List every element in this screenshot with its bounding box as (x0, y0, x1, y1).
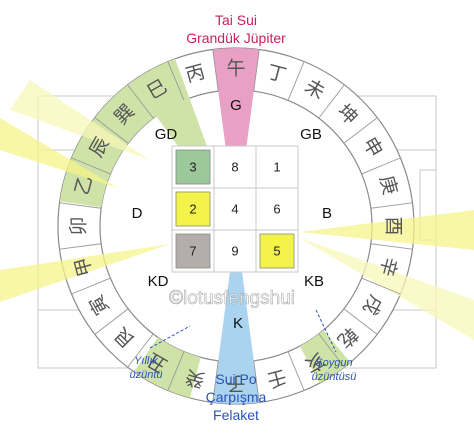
grid-cell (213, 145, 257, 189)
dir-east-label: D (132, 205, 143, 222)
beam-left (0, 244, 170, 302)
beam-upper-left (0, 118, 118, 188)
dir-north-label: K (233, 315, 243, 332)
grid-cell (255, 187, 299, 231)
sector-divider (287, 61, 305, 101)
annotation-yillik-uzuntu: Yıllık üzüntü (129, 325, 191, 381)
annotation-bottom-line1: Sui Po (215, 371, 256, 387)
sector-divider (343, 308, 378, 335)
annotation-bottom-line3: Felaket (213, 407, 259, 423)
dir-west-label: B (322, 205, 332, 222)
dir-southwest-label: KB (304, 273, 324, 290)
sector-divider (59, 202, 102, 209)
sector-divider (318, 333, 345, 368)
sector-divider (212, 49, 219, 92)
grid-cell-number: 5 (273, 243, 280, 258)
header-line2: Grandük Jüpiter (186, 30, 286, 46)
sector-divider (361, 157, 401, 175)
grid-cell (255, 145, 299, 189)
sector-divider (167, 351, 185, 391)
ring-glyph: 子 (226, 373, 245, 395)
sector-dividers (59, 49, 413, 403)
beam-upper-left-2 (10, 80, 150, 160)
sector-divider (94, 117, 129, 144)
sector-divider (59, 243, 102, 250)
lo-shu-grid: 3 8 1 2 4 6 7 9 5 (171, 145, 299, 273)
grid-cell-number: 3 (189, 159, 196, 174)
sector-divider (71, 157, 111, 175)
sector-divider (71, 277, 111, 295)
sui-po-sector (212, 226, 260, 404)
tai-sui-sector (212, 48, 260, 227)
grid-cell-number: 9 (231, 243, 238, 258)
beam-right (300, 210, 474, 250)
direction-labels: G GD GB D B KD KB K (132, 97, 332, 332)
sector-divider (212, 360, 219, 403)
grid-cell-highlight (259, 233, 295, 269)
sector-divider (253, 360, 260, 403)
sector-divider (94, 308, 129, 335)
grid-cell-number: 6 (273, 201, 280, 216)
grid-cell-number: 1 (273, 159, 280, 174)
annotation-soygun-uzuntusu: Soygun üzüntüsü (312, 309, 357, 383)
tai-sui-header: Tai Sui Grandük Jüpiter (186, 12, 286, 46)
sector-divider (370, 243, 413, 250)
grid-cell-highlight (175, 149, 211, 185)
sector-divider (318, 84, 345, 119)
sector-divider (167, 61, 185, 101)
annotation-sui-po: Sui Po Çarpışma Felaket (206, 371, 267, 423)
sector-divider (287, 351, 305, 391)
annotation-right-line2: üzüntüsü (312, 371, 357, 383)
lower-left-green-sector (133, 337, 201, 398)
annotation-bottom-line2: Çarpışma (206, 389, 267, 405)
ring-glyph: 酉 (383, 216, 405, 235)
sector-divider (343, 117, 378, 144)
annotation-right-line1: Soygun (315, 357, 352, 369)
sector-divider (253, 49, 260, 92)
annotation-left-line2: üzüntü (129, 369, 162, 381)
dir-south-label: G (230, 97, 242, 114)
ring-glyph: 午 (226, 58, 245, 80)
grid-cell (213, 229, 257, 273)
sector-divider (127, 84, 154, 119)
grid-cell-highlight (175, 191, 211, 227)
grid-cell-number: 4 (231, 201, 238, 216)
header-line1: Tai Sui (215, 12, 257, 28)
grid-cell-number: 8 (231, 159, 238, 174)
sector-divider (361, 277, 401, 295)
dir-northwest-label: GB (300, 126, 322, 143)
sector-divider (370, 202, 413, 209)
grid-cell-number: 2 (189, 201, 196, 216)
ring-glyph: 卯 (68, 216, 90, 235)
lower-right-green-sector (299, 330, 351, 384)
grid-cell-highlight (175, 233, 211, 269)
sector-divider (127, 333, 154, 368)
annotation-left-line1: Yıllık (134, 355, 158, 367)
watermark: ©lotusfengshui (169, 288, 295, 309)
dir-northeast-label: GD (155, 126, 178, 143)
dir-southeast-label: KD (148, 273, 169, 290)
grid-cell-number: 7 (189, 243, 196, 258)
